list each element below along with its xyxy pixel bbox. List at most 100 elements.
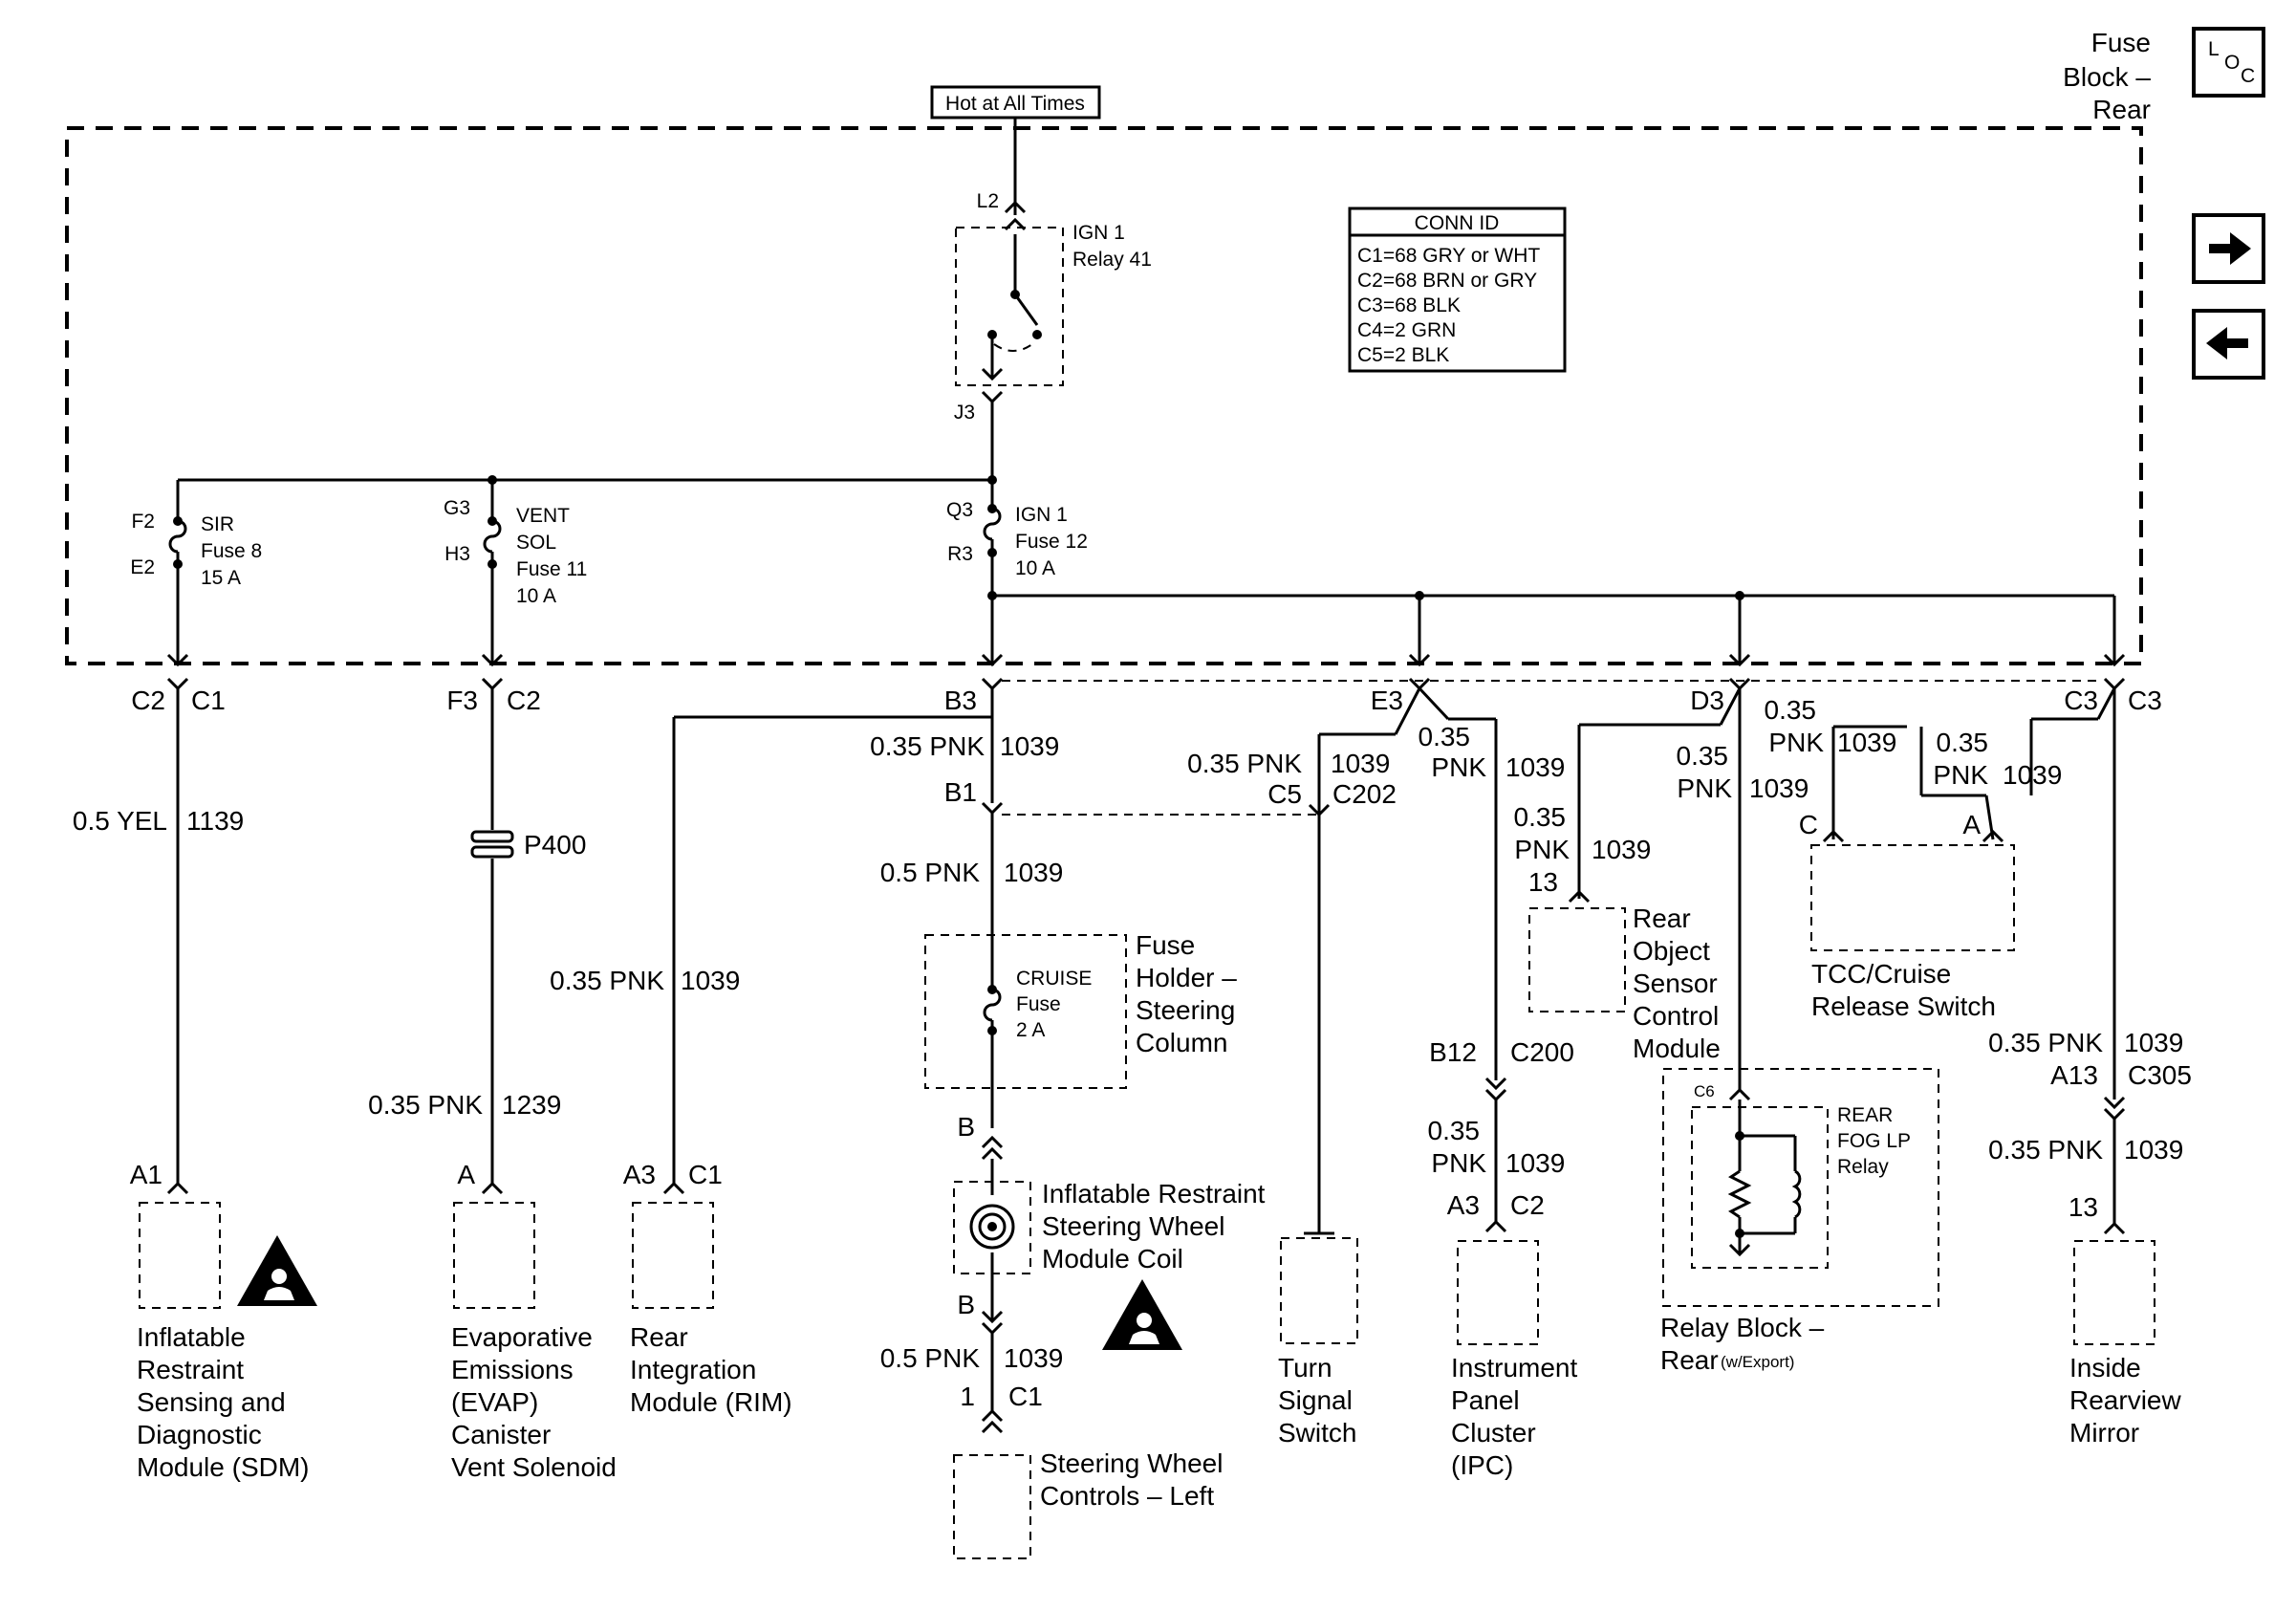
ign-fuse-label-3: 10 A — [1015, 557, 1055, 579]
turn-label-2: Signal — [1278, 1385, 1353, 1415]
sdm-wire-circuit: 1139 — [186, 806, 244, 836]
relay-block-circuit: 0.35 PNK 1039 C6 REAR FOG LP Relay Relay… — [1660, 741, 1939, 1375]
ipc-conn: C2 — [1510, 1190, 1545, 1220]
ipc-wire-top-3: 1039 — [1505, 752, 1565, 782]
tcc-c-wire-1: 0.35 — [1765, 695, 1817, 725]
b3-wire-color: 0.35 PNK — [870, 731, 985, 761]
vent-fuse: G3 H3 VENT SOL Fuse 11 10 A — [444, 480, 587, 667]
mirror-label-2: Rearview — [2069, 1385, 2181, 1415]
evap-label-4: Canister — [451, 1420, 551, 1449]
mirror-wire-top-color: 0.35 PNK — [1988, 1028, 2103, 1057]
evap-conn-pin: F3 — [446, 686, 478, 715]
sir-label-3: 15 A — [201, 567, 241, 589]
vent-label-1: VENT — [516, 505, 570, 527]
b3-trunk: 0.35 PNK 1039 B1 0.5 PNK 1039 — [662, 688, 1319, 1195]
conn-id-row: C3=68 BLK — [1357, 294, 1461, 316]
location-line-1: Fuse — [2091, 28, 2151, 57]
swc-pin: 1 — [960, 1382, 975, 1411]
relay-block-wire-1: 0.35 — [1677, 741, 1729, 771]
rim-conn: C1 — [688, 1160, 723, 1189]
tcc-pin-c: C — [1799, 810, 1818, 839]
relay-block-label: Relay Block – — [1660, 1313, 1825, 1342]
relay-block-outline — [1662, 1068, 1939, 1307]
rear-obj-wire-3: 1039 — [1592, 835, 1651, 864]
rear-obj-module-box — [1528, 907, 1626, 1012]
rim-wire-color: 0.35 PNK — [550, 966, 664, 995]
ign-fuse-label-1: IGN 1 — [1015, 504, 1068, 526]
rim-label-3: Module (RIM) — [630, 1387, 792, 1417]
arrow-right-icon[interactable] — [2192, 213, 2265, 284]
arrow-left-icon[interactable] — [2192, 309, 2265, 380]
mirror-label-1: Inside — [2069, 1353, 2141, 1382]
col-wire-circuit: 1039 — [1004, 858, 1063, 887]
ipc-wire-bottom-1: 0.35 — [1428, 1116, 1481, 1145]
swc-conn: C1 — [1008, 1382, 1043, 1411]
sdm-label-1: Inflatable — [137, 1322, 246, 1352]
conn-id-table: CONN ID C1=68 GRY or WHT C2=68 BRN or GR… — [1348, 207, 1567, 373]
evap-circuit: P400 0.35 PNK 1239 A Evaporative Emissio… — [368, 688, 617, 1482]
inflatable-restraint-coil: B B Inflatable Restraint Steering Wheel … — [953, 1112, 1266, 1336]
mirror-wire-top-circuit: 1039 — [2124, 1028, 2183, 1057]
relay-block-wire-2: PNK — [1677, 773, 1732, 803]
e3-branches — [1308, 686, 1498, 1080]
sdm-pin: A1 — [130, 1160, 162, 1189]
location-label: Fuse Block – Rear — [2063, 28, 2151, 124]
cruise-fuse-label-3: 2 A — [1016, 1019, 1045, 1041]
swc-wire-circuit: 1039 — [1004, 1343, 1063, 1373]
c6-conn-pin: C6 — [1694, 1082, 1715, 1100]
b12-conn-id: C200 — [1510, 1037, 1574, 1067]
fuse-holder-label-1: Fuse — [1136, 930, 1195, 960]
coil-pin-top: B — [957, 1112, 975, 1142]
loc-icon[interactable]: L O C — [2192, 27, 2265, 98]
conn-id-row: C1=68 GRY or WHT — [1357, 245, 1540, 267]
evap-conn-id: C2 — [507, 686, 541, 715]
ipc-label-1: Instrument — [1451, 1353, 1577, 1382]
rear-object-sensor-circuit: 0.35 PNK 1039 13 Rear Object Sensor Cont… — [1514, 802, 1721, 1063]
sdm-label-4: Diagnostic — [137, 1420, 262, 1449]
ipc-pin: A3 — [1447, 1190, 1480, 1220]
loc-icon-c: C — [2241, 65, 2255, 87]
tcc-pin-a: A — [1962, 810, 1981, 839]
ipc-label-2: Panel — [1451, 1385, 1520, 1415]
mirror-circuit: 0.35 PNK 1039 A13 C305 0.35 PNK 1039 13 … — [1988, 1028, 2192, 1448]
c3-conn-id: C3 — [2128, 686, 2162, 715]
evap-wire-circuit: 1239 — [502, 1090, 561, 1120]
tcc-label-2: Release Switch — [1811, 991, 1996, 1021]
relay-top-pin: L2 — [977, 190, 999, 212]
rear-obj-label-2: Object — [1633, 936, 1710, 966]
conn-id-row: C5=2 BLK — [1357, 344, 1449, 366]
sir-fuse: F2 E2 SIR Fuse 8 15 A — [130, 480, 262, 667]
relay-block-label-2: Rear — [1660, 1345, 1719, 1375]
relay-block-sub: (w/Export) — [1721, 1353, 1794, 1371]
location-line-2: Block – — [2063, 62, 2151, 92]
b12-conn-pin: B12 — [1429, 1037, 1477, 1067]
turn-signal-circuit: 0.35 PNK 1039 C5 C202 Turn Signal Switch — [1187, 749, 1397, 1448]
vent-pin-bottom: H3 — [444, 543, 470, 565]
vent-label-2: SOL — [516, 532, 556, 554]
conn-id-title: CONN ID — [1415, 212, 1500, 234]
col-wire-color: 0.5 PNK — [880, 858, 981, 887]
swc-label-2: Controls – Left — [1040, 1481, 1214, 1511]
turn-label-1: Turn — [1278, 1353, 1332, 1382]
rear-obj-label-3: Sensor — [1633, 969, 1718, 998]
mirror-label-3: Mirror — [2069, 1418, 2139, 1448]
tcc-switch-box — [1810, 844, 2015, 951]
c3-branches — [2031, 687, 2116, 1099]
d3-branches — [1568, 687, 1742, 1090]
fog-relay-label-1: REAR — [1837, 1104, 1893, 1126]
airbag-warning-icon — [1102, 1279, 1182, 1350]
coil-label-2: Steering Wheel — [1042, 1211, 1224, 1241]
coil-label-1: Inflatable Restraint — [1042, 1179, 1266, 1208]
steering-wheel-controls: 0.5 PNK 1039 1 C1 Steering Wheel Control… — [880, 1333, 1223, 1559]
evap-wire-color: 0.35 PNK — [368, 1090, 483, 1120]
location-line-3: Rear — [2092, 95, 2151, 124]
mirror-wire-bottom-color: 0.35 PNK — [1988, 1135, 2103, 1165]
tcc-label-1: TCC/Cruise — [1811, 959, 1951, 989]
sdm-label-5: Module (SDM) — [137, 1452, 309, 1482]
tcc-a-wire-1: 0.35 — [1937, 728, 1989, 757]
sir-pin-top: F2 — [131, 511, 155, 533]
a13-conn-id: C305 — [2128, 1060, 2192, 1090]
rim-circuit: 0.35 PNK 1039 A3 C1 Rear Integration Mod… — [550, 966, 791, 1417]
turn-wire-color: 0.35 PNK — [1187, 749, 1302, 778]
